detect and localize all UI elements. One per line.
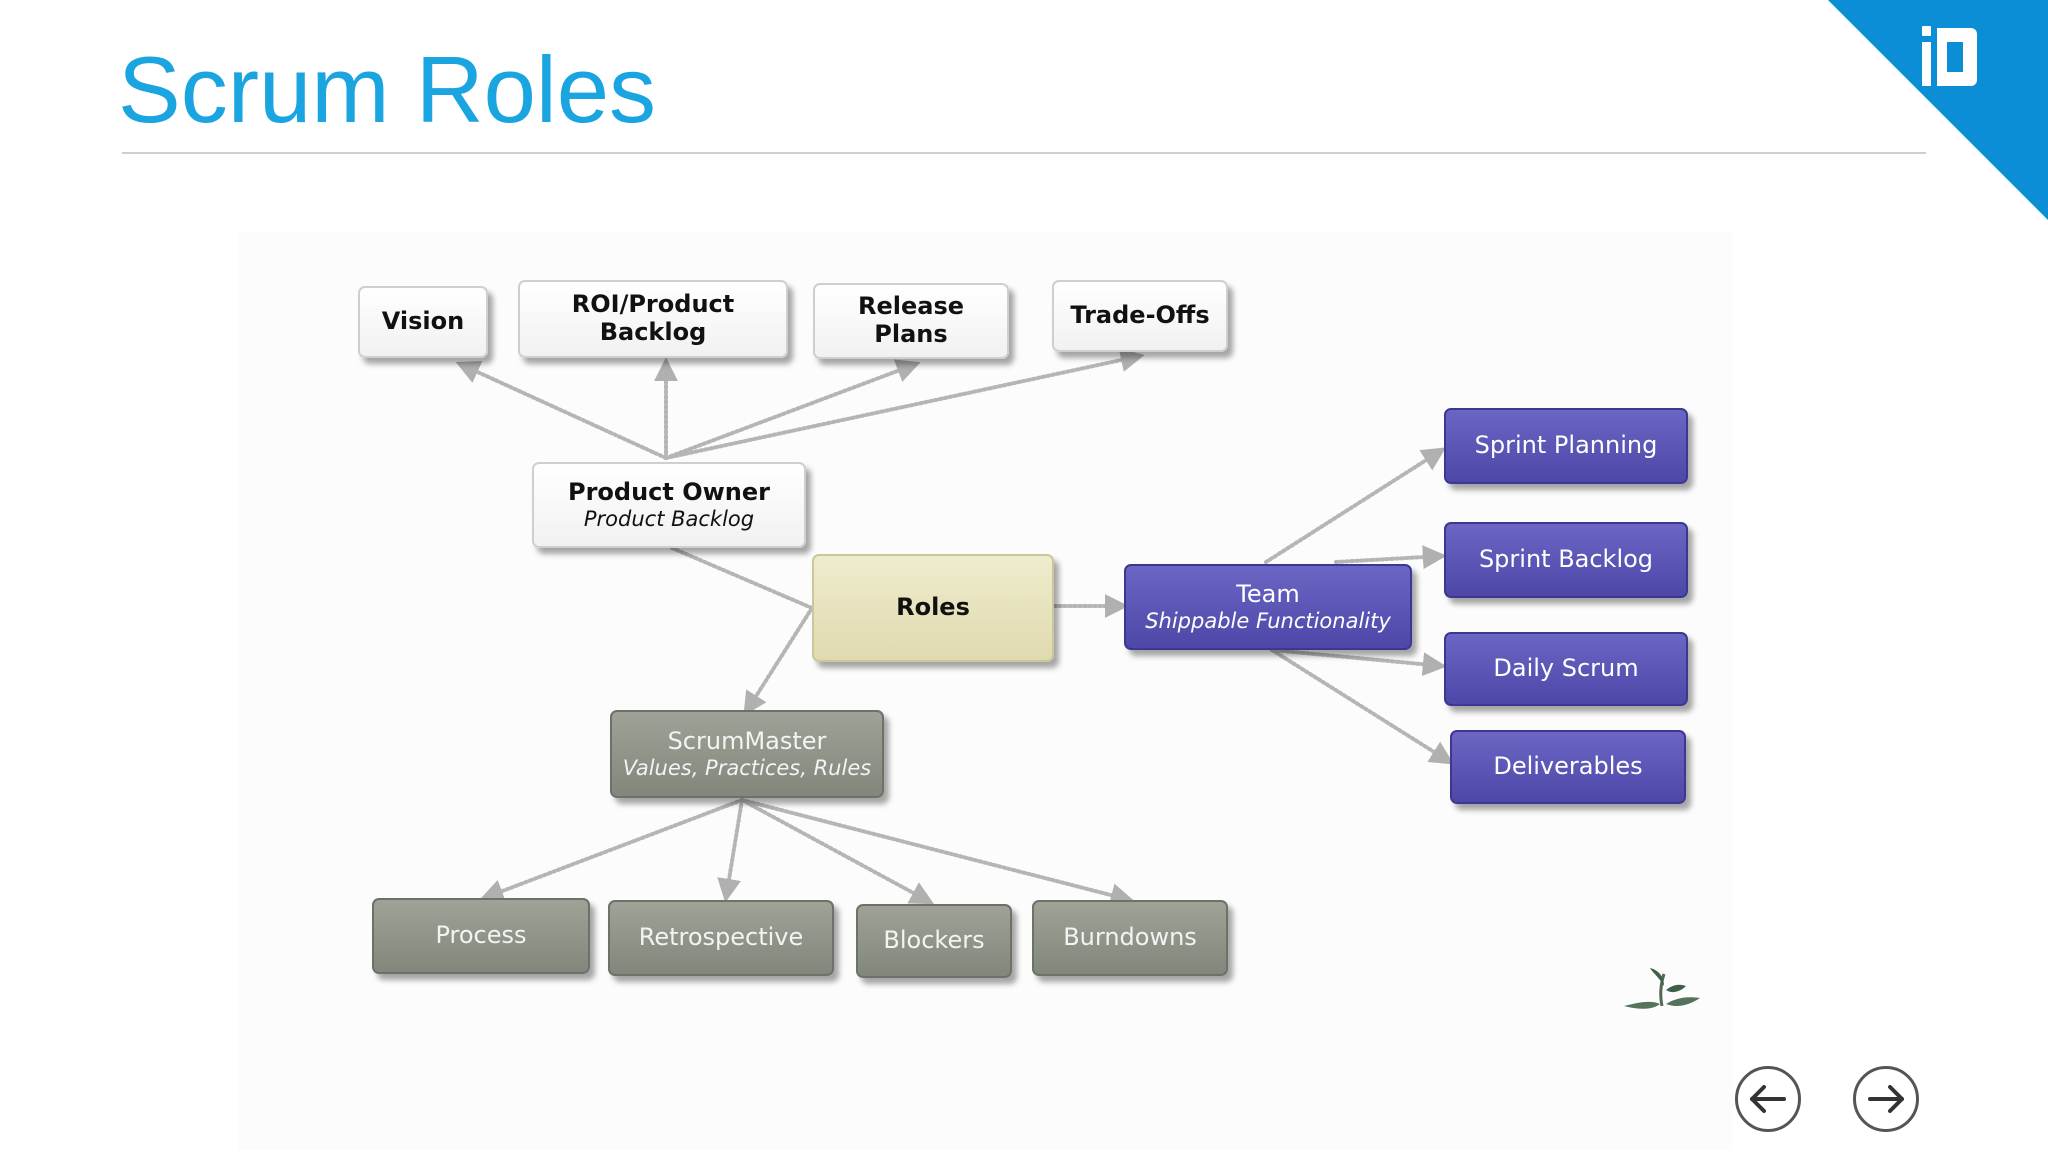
edge-po-tradeoffs: [664, 348, 1145, 460]
brand-logo-icon: [1922, 26, 1977, 86]
node-deliverables: Deliverables: [1450, 730, 1686, 804]
node-burndowns-label: Burndowns: [1063, 923, 1197, 952]
node-trade-offs: Trade-Offs: [1052, 280, 1228, 352]
next-slide-button[interactable]: [1853, 1066, 1919, 1132]
node-roi-product-backlog: ROI/Product Backlog: [518, 280, 788, 358]
brand-corner: [1828, 0, 2048, 220]
node-sprint-planning: Sprint Planning: [1444, 408, 1688, 484]
node-release-plans: Release Plans: [813, 283, 1009, 359]
node-vision-label: Vision: [381, 307, 465, 336]
arrow-right-icon: [1868, 1085, 1904, 1113]
node-product-owner: Product Owner Product Backlog: [532, 462, 806, 548]
arrow-left-icon: [1750, 1085, 1786, 1113]
leaf-icon: [1624, 968, 1700, 1009]
node-po-label: Product Owner: [567, 478, 770, 507]
edge-po-vision: [455, 361, 668, 460]
edge-sm-process: [479, 798, 744, 903]
edge-team-sprint-planning: [1264, 447, 1447, 564]
edge-roles-scrummaster: [743, 606, 814, 717]
edge-sm-retrospective: [717, 798, 744, 903]
node-roles: Roles: [812, 554, 1054, 662]
node-team-sub: Shippable Functionality: [1145, 608, 1391, 633]
edge-team-sprint-backlog: [1334, 545, 1447, 570]
node-retrospective-label: Retrospective: [638, 923, 804, 952]
node-deliverables-label: Deliverables: [1493, 752, 1643, 781]
node-scrummaster-sub: Values, Practices, Rules: [622, 755, 872, 780]
node-po-sub: Product Backlog: [583, 506, 755, 531]
node-scrummaster-label: ScrumMaster: [667, 727, 827, 756]
edge-team-deliverables: [1270, 648, 1455, 765]
node-roi-label: ROI/Product Backlog: [571, 290, 735, 346]
node-sprint-planning-label: Sprint Planning: [1474, 431, 1658, 460]
edge-sm-blockers: [740, 798, 935, 905]
edge-po-release: [664, 359, 921, 460]
node-scrummaster: ScrumMaster Values, Practices, Rules: [610, 710, 884, 798]
node-blockers-label: Blockers: [883, 926, 985, 955]
node-sprint-backlog: Sprint Backlog: [1444, 522, 1688, 598]
node-blockers: Blockers: [856, 904, 1012, 978]
prev-slide-button[interactable]: [1735, 1066, 1801, 1132]
node-team: Team Shippable Functionality: [1124, 564, 1412, 650]
node-daily-scrum-label: Daily Scrum: [1493, 654, 1639, 683]
node-release-label: Release Plans: [857, 292, 965, 348]
node-roles-label: Roles: [896, 593, 970, 622]
node-vision: Vision: [358, 286, 488, 358]
node-sprint-backlog-label: Sprint Backlog: [1478, 545, 1654, 574]
edge-team-daily-scrum: [1270, 648, 1447, 677]
node-burndowns: Burndowns: [1032, 900, 1228, 976]
node-retrospective: Retrospective: [608, 900, 834, 976]
node-daily-scrum: Daily Scrum: [1444, 632, 1688, 706]
edge-sm-burndowns: [740, 798, 1135, 907]
node-process: Process: [372, 898, 590, 974]
title-divider: [122, 152, 1926, 154]
page-title: Scrum Roles: [118, 37, 657, 142]
edge-po-roles: [670, 546, 814, 610]
node-team-label: Team: [1236, 580, 1300, 609]
node-process-label: Process: [435, 921, 527, 950]
node-tradeoffs-label: Trade-Offs: [1070, 301, 1210, 330]
